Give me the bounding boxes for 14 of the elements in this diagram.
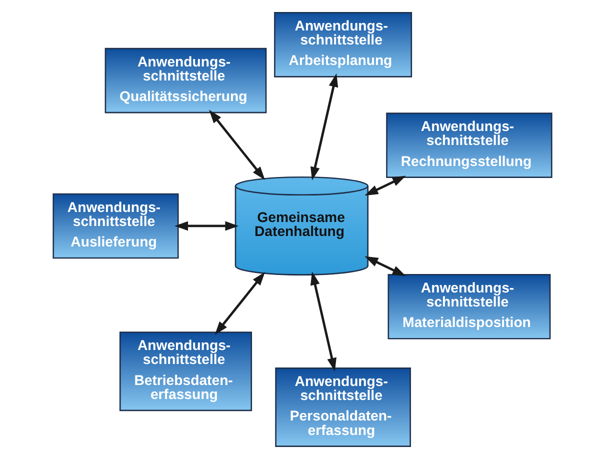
arrow <box>364 256 406 276</box>
arrow <box>214 272 265 335</box>
node-box: Anwendungs- schnittstelle Auslieferung <box>52 193 179 259</box>
node-box: Anwendungs- schnittstelle Arbeitsplanung <box>274 12 412 78</box>
node-box: Anwendungs- schnittstelle Betriebsdaten- erfassung <box>119 332 252 412</box>
node-box: Anwendungs- schnittstelle Personaldaten- erfassung <box>275 368 411 447</box>
node-box: Anwendungs- schnittstelle Rechnungsstellung <box>386 112 552 178</box>
arrow <box>209 110 265 180</box>
node-box: Anwendungs- schnittstelle Qualitätssicherung <box>104 48 267 114</box>
arrow <box>364 176 406 196</box>
node-box: Anwendungs- schnittstelle Materialdisposition <box>388 274 551 340</box>
arrow <box>310 73 338 180</box>
arrow <box>174 221 239 231</box>
arrow <box>310 272 336 372</box>
